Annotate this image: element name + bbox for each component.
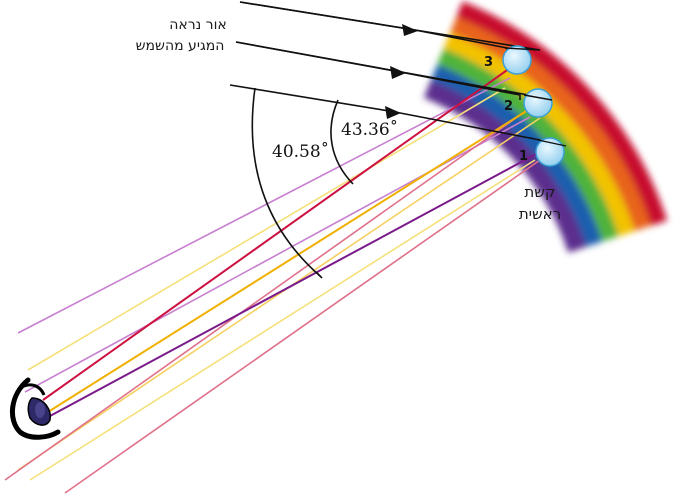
drop-number-2: 2	[504, 99, 513, 114]
angle-arcs	[251, 87, 354, 279]
rainbow-band	[423, 80, 587, 253]
angle-arc-inner	[330, 99, 354, 185]
raindrop-3	[502, 45, 541, 75]
sunlight-label: אור נראה המגיע מהשמש	[136, 17, 227, 54]
raindrops	[502, 45, 567, 167]
purple-ray	[49, 152, 539, 417]
pink-ray-1	[4, 107, 531, 481]
sunlight-label-line1: אור נראה	[169, 17, 227, 33]
pale-violet-ray-1	[17, 77, 511, 334]
pale-yellow-ray-2	[17, 117, 541, 471]
arrow-icon	[385, 106, 401, 119]
angle-label-inner: 43.36˚	[341, 120, 398, 140]
drop-number-3: 3	[484, 55, 493, 70]
pale-rays	[4, 77, 541, 494]
rainbow-band	[436, 48, 619, 243]
angle-arc-outer	[251, 87, 321, 277]
pale-yellow-ray-1	[27, 87, 506, 371]
arrowheads	[385, 24, 418, 119]
raindrop-1	[535, 137, 567, 167]
rainbow-label-line2: ראשית	[519, 205, 561, 223]
rainbow-label: קשת ראשית	[519, 183, 561, 223]
eye-icon	[9, 377, 61, 440]
raindrop-2	[523, 88, 553, 118]
sun-ray-2-tail	[235, 41, 546, 99]
rainbow-band	[430, 64, 603, 248]
drop-number-1: 1	[519, 149, 528, 164]
pale-yellow-ray-3	[29, 159, 536, 481]
sunlight-label-line2: המגיע מהשמש	[136, 38, 225, 54]
sun-ray-3-tail	[239, 1, 541, 51]
arrow-icon	[390, 66, 406, 79]
angle-label-outer: 40.58˚	[272, 142, 329, 162]
pink-ray-2	[64, 159, 541, 494]
rainbow-label-line1: קשת	[524, 183, 555, 201]
raindrop-icon	[502, 45, 532, 75]
main-rays	[42, 67, 539, 417]
angle-tick-outer	[315, 271, 323, 279]
raindrop-icon	[523, 88, 553, 118]
raindrop-icon	[535, 137, 565, 167]
yellow-ray	[47, 109, 529, 413]
arrow-icon	[402, 24, 418, 36]
rainbow-band	[442, 32, 635, 237]
rainbow-band	[455, 1, 668, 227]
red-ray	[42, 67, 511, 401]
